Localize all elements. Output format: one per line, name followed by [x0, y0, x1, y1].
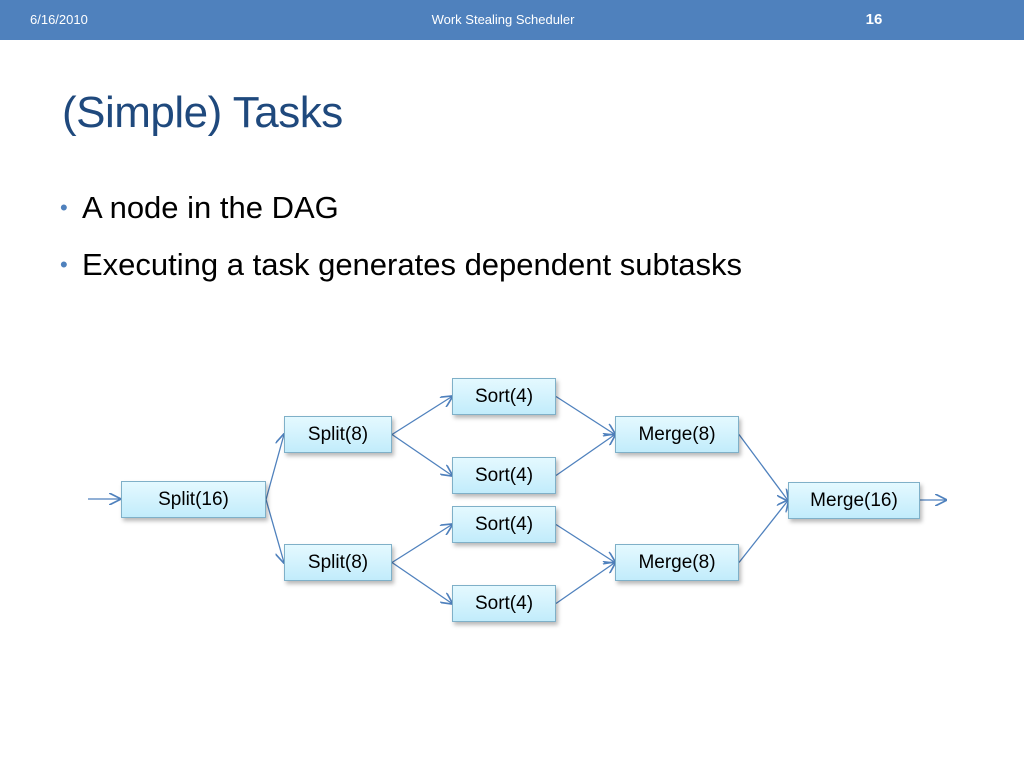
node-sort-4-d: Sort(4) — [452, 585, 556, 622]
edge-sort4_1-to-merge8_top — [555, 395, 615, 435]
bullet-text: A node in the DAG — [82, 190, 339, 225]
edge-sort4_2-to-merge8_top — [555, 435, 615, 477]
bullet-text: Executing a task generates dependent sub… — [82, 247, 743, 282]
node-merge-8-bottom: Merge(8) — [615, 544, 739, 581]
edge-sort4_3-to-merge8_bottom — [555, 523, 615, 563]
node-sort-4-a: Sort(4) — [452, 378, 556, 415]
edge-split8_top-to-sort4_2 — [391, 433, 452, 476]
node-split-16: Split(16) — [121, 481, 266, 518]
edge-split8_bottom-to-sort4_4 — [391, 561, 452, 604]
edge-split16-to-split8_bottom — [265, 499, 284, 563]
edge-merge8_bottom-to-merge16 — [738, 501, 788, 563]
node-merge-16: Merge(16) — [788, 482, 920, 519]
footer-title: Work Stealing Scheduler — [431, 12, 575, 27]
edge-sort4_4-to-merge8_bottom — [555, 563, 615, 605]
node-split-8-top: Split(8) — [284, 416, 392, 453]
bullet-dot-icon: • — [60, 195, 68, 220]
node-sort-4-b: Sort(4) — [452, 457, 556, 494]
bullet-dot-icon: • — [60, 252, 68, 277]
slide-title: (Simple) Tasks — [62, 88, 343, 137]
edge-split16-to-split8_top — [265, 435, 284, 500]
node-split-8-bottom: Split(8) — [284, 544, 392, 581]
edge-split8_top-to-sort4_1 — [391, 397, 452, 436]
slide-number: 16 — [865, 11, 883, 28]
edge-merge8_top-to-merge16 — [738, 434, 788, 501]
slide-date: 6/16/2010 — [30, 12, 88, 27]
bullet-list: • A node in the DAG • Executing a task gen… — [60, 190, 742, 304]
bullet-item: • A node in the DAG — [60, 190, 742, 247]
node-merge-8-top: Merge(8) — [615, 416, 739, 453]
bullet-item: • Executing a task generates dependent su… — [60, 247, 742, 304]
node-sort-4-c: Sort(4) — [452, 506, 556, 543]
edge-split8_bottom-to-sort4_3 — [391, 525, 452, 564]
header-bar: 6/16/2010 Work Stealing Scheduler 16 — [0, 0, 1024, 40]
